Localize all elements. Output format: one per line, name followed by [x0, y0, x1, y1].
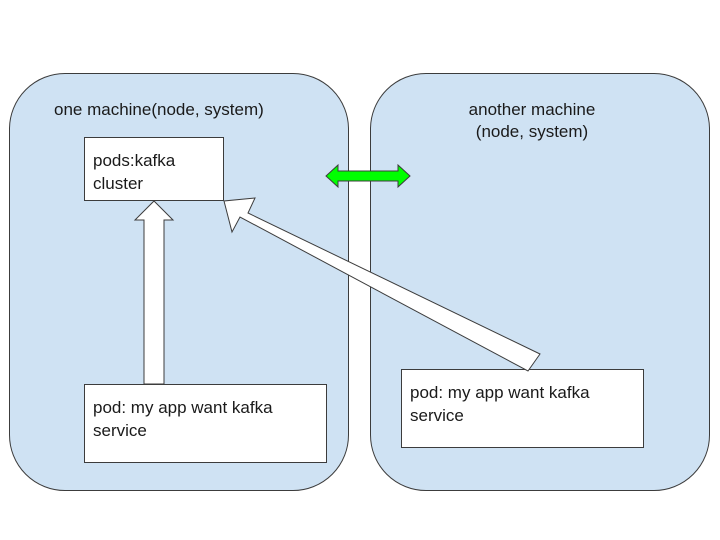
- kafka-box-line2: cluster: [93, 174, 144, 193]
- kafka-box-line1: pods:kafka: [93, 151, 176, 170]
- app-left-box-line1: pod: my app want kafka: [93, 398, 273, 417]
- machine-left-title: one machine(node, system): [54, 100, 264, 119]
- app-pod-left-box: pod: my app want kafka service: [84, 384, 327, 463]
- app-right-box-line2: service: [410, 406, 464, 425]
- machine-right-title-line1: another machine: [468, 100, 596, 119]
- app-pod-right-box: pod: my app want kafka service: [401, 369, 644, 448]
- kafka-cluster-pod-box: pods:kafka cluster: [84, 137, 224, 201]
- app-left-box-line2: service: [93, 421, 147, 440]
- app-right-box-line1: pod: my app want kafka: [410, 383, 590, 402]
- machine-right-title-line2: (node, system): [475, 122, 589, 141]
- machine-right-title: another machine (node, system): [371, 99, 693, 143]
